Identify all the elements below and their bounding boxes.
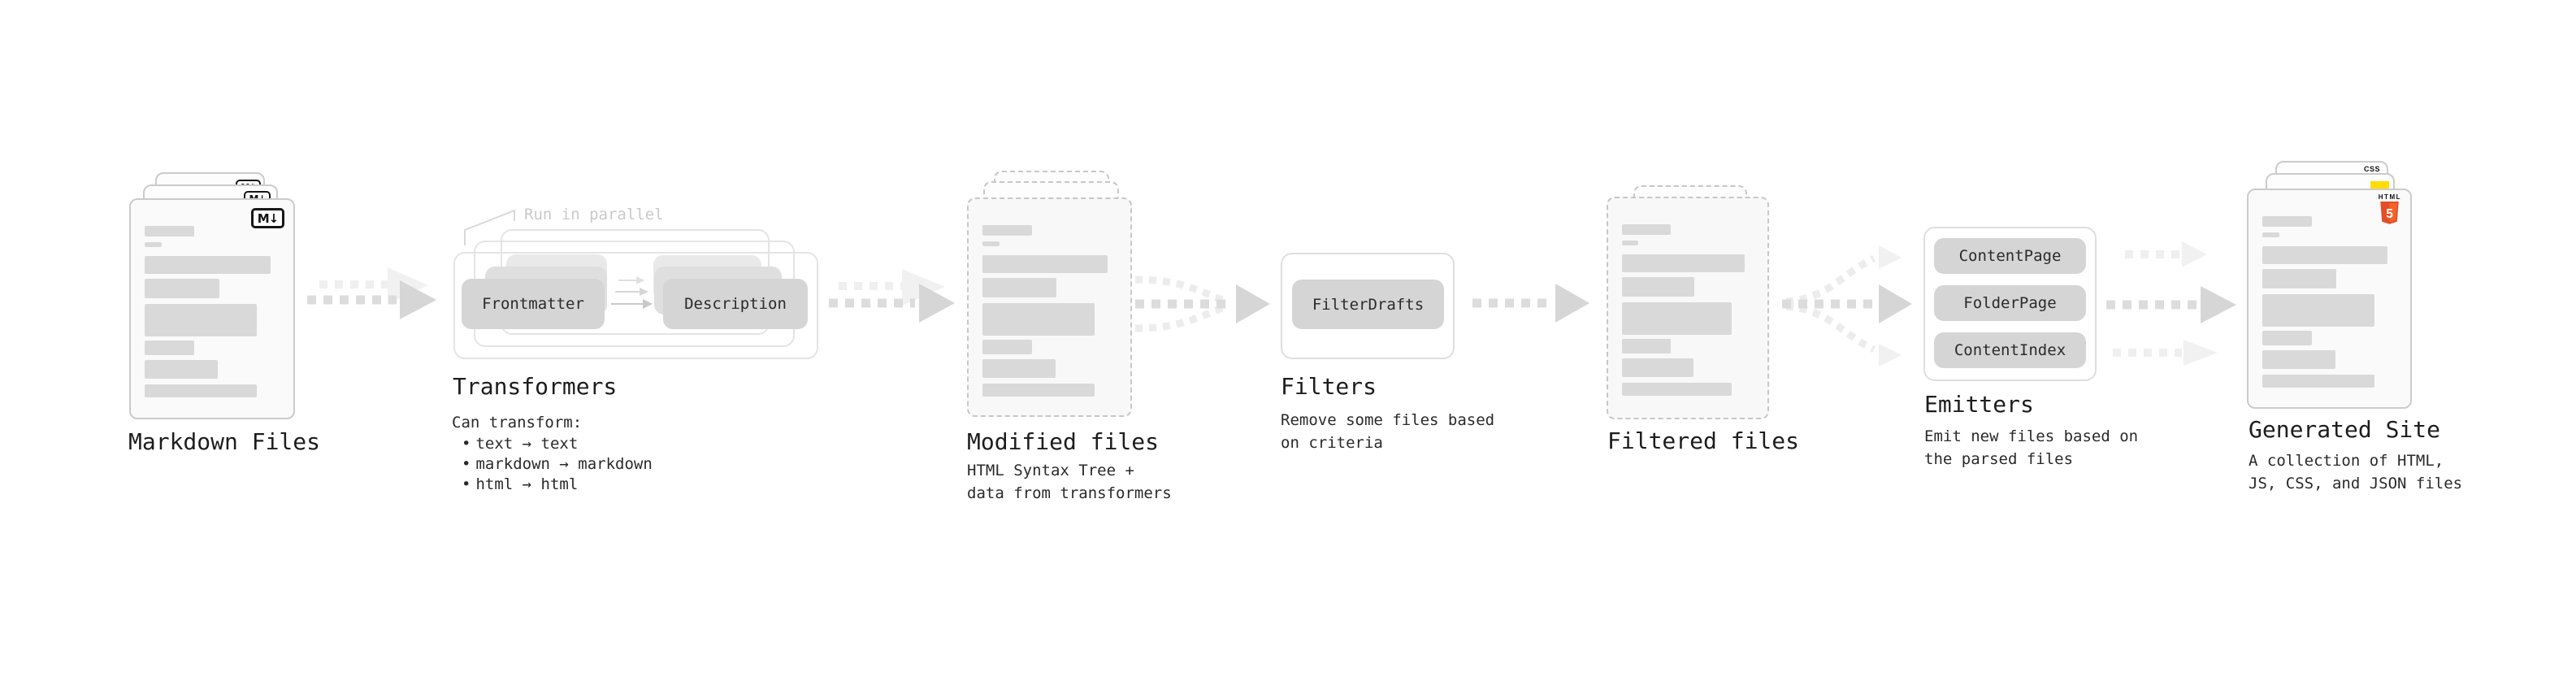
frontmatter-node: Frontmatter — [462, 279, 605, 329]
doc-text-bar — [2262, 294, 2374, 327]
contentpage-node-label: ContentPage — [1958, 247, 2062, 265]
transform-bullet-text: text → text — [475, 435, 579, 453]
arrow-markdown-to-transformers — [307, 267, 436, 319]
transform-bullet-item: •text → text — [452, 434, 653, 454]
doc-text-bar — [2262, 216, 2312, 227]
doc-text-bar — [145, 242, 162, 247]
transform-bullet-text: html → html — [475, 475, 579, 493]
doc-text-bar — [2262, 375, 2374, 388]
doc-text-bar — [1622, 254, 1745, 272]
markdown-badge-label: M↓ — [257, 210, 279, 226]
doc-text-bar — [2262, 232, 2279, 237]
doc-text-bar — [982, 340, 1032, 354]
doc-text-bar — [982, 278, 1057, 297]
arrow-modified-to-filters-fan-in — [1134, 275, 1270, 332]
contentpage-node: ContentPage — [1934, 238, 2086, 274]
doc-text-bar — [2262, 269, 2337, 288]
arrow-emitters-to-generated — [2106, 241, 2236, 366]
arrow-transformers-to-modified — [829, 269, 955, 323]
folderpage-node-label: FolderPage — [1963, 294, 2057, 312]
doc-text-bar — [1622, 383, 1733, 396]
doc-text-bar — [982, 225, 1032, 236]
contentindex-node: ContentIndex — [1934, 332, 2086, 368]
doc-text-bar — [145, 340, 195, 355]
frontmatter-node-label: Frontmatter — [482, 295, 584, 313]
document-text-placeholder — [145, 226, 275, 397]
doc-text-bar — [1622, 339, 1671, 354]
can-transform-intro: Can transform: — [452, 414, 583, 432]
html5-number: 5 — [2387, 207, 2394, 221]
run-in-parallel-note: Run in parallel — [524, 206, 664, 223]
filters-subtitle: Remove some files based on criteria — [1281, 411, 1495, 452]
modified-files-subtitle: HTML Syntax Tree + data from transformer… — [967, 462, 1172, 502]
doc-text-bar — [145, 360, 219, 379]
html5-shield-icon: 5 — [2380, 202, 2400, 224]
arrow-filtered-to-emitters-fan-out — [1782, 245, 1912, 367]
doc-text-bar — [145, 279, 219, 298]
bullet-icon: • — [462, 475, 471, 493]
filters-title: Filters — [1281, 373, 1377, 400]
transform-bullet-item: •markdown → markdown — [452, 454, 653, 475]
doc-text-bar — [145, 304, 258, 336]
doc-text-bar — [145, 384, 258, 397]
doc-text-bar — [982, 384, 1095, 397]
emitters-subtitle: Emit new files based on the parsed files — [1924, 427, 2139, 468]
doc-text-bar — [982, 303, 1095, 336]
bullet-icon: • — [462, 455, 471, 473]
js-icon — [2370, 181, 2389, 189]
transformers-title: Transformers — [453, 373, 618, 400]
doc-text-bar — [1622, 358, 1693, 377]
doc-text-bar — [2262, 246, 2387, 264]
modified-files-title: Modified files — [967, 428, 1160, 455]
generated-html-file: HTML 5 — [2247, 189, 2412, 409]
doc-text-bar — [2262, 331, 2312, 345]
doc-text-bar — [982, 359, 1056, 378]
transformer-card-front — [453, 252, 818, 359]
markdown-file-front: M↓ — [129, 198, 295, 419]
generated-site-subtitle: A collection of HTML, JS, CSS, and JSON … — [2249, 452, 2463, 492]
doc-text-bar — [145, 226, 195, 236]
document-text-placeholder — [2262, 216, 2392, 388]
emitters-title: Emitters — [1924, 391, 2034, 418]
transformers-details: Can transform: •text → text •markdown → … — [452, 412, 653, 495]
filterdrafts-node: FilterDrafts — [1292, 280, 1444, 329]
modified-file-front — [967, 197, 1132, 417]
doc-text-bar — [982, 241, 1000, 246]
description-node-label: Description — [684, 295, 787, 313]
generated-site-title: Generated Site — [2249, 416, 2441, 443]
doc-text-bar — [2262, 350, 2335, 369]
filterdrafts-node-label: FilterDrafts — [1312, 295, 1425, 314]
html5-icon: HTML 5 — [2379, 194, 2401, 224]
doc-text-bar — [1622, 241, 1639, 245]
filtered-file-front — [1607, 197, 1769, 419]
doc-text-bar — [1622, 277, 1695, 297]
css-badge-label: CSS — [2363, 165, 2380, 173]
transform-bullet-item: •html → html — [452, 475, 653, 495]
transform-bullet-text: markdown → markdown — [475, 455, 653, 473]
contentindex-node-label: ContentIndex — [1954, 341, 2066, 359]
bullet-icon: • — [462, 435, 471, 453]
markdown-files-title: Markdown Files — [128, 428, 321, 455]
doc-text-bar — [1622, 302, 1733, 335]
arrow-filters-to-filtered — [1472, 284, 1589, 323]
doc-text-bar — [145, 256, 271, 274]
document-text-placeholder — [1622, 224, 1750, 396]
markdown-icon: M↓ — [251, 208, 284, 228]
doc-text-bar — [982, 255, 1108, 273]
filtered-files-title: Filtered files — [1607, 427, 1800, 454]
folderpage-node: FolderPage — [1934, 285, 2086, 321]
description-node: Description — [663, 279, 808, 329]
html5-badge-label: HTML — [2378, 193, 2401, 201]
doc-text-bar — [1622, 224, 1671, 235]
document-text-placeholder — [982, 225, 1112, 397]
